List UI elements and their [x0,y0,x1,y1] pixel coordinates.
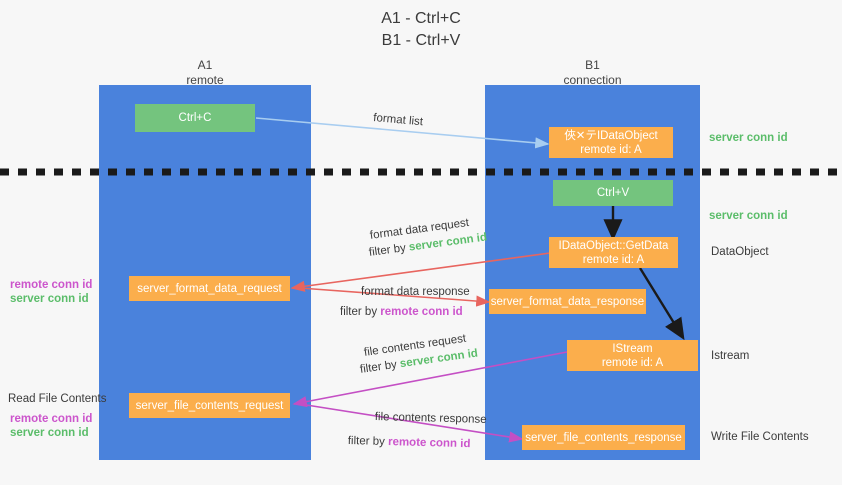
right-label-server-conn-id-top: server conn id [709,132,788,144]
filter-value-remote-conn-id: remote conn id [387,436,471,451]
arrow-label-file-contents-response-filter: filter by remote conn id [348,433,471,452]
node-idataobject-getdata[interactable]: IDataObject::GetData remote id: A [549,237,678,268]
right-label-write-file-contents: Write File Contents [711,431,809,443]
node-server-format-data-response[interactable]: server_format_data_response [489,289,646,314]
node-server-file-contents-request[interactable]: server_file_contents_request [129,393,290,418]
node-istream[interactable]: IStream remote id: A [567,340,698,371]
left-label-remote-conn-id-1: remote conn id [10,279,93,291]
left-label-read-file-contents: Read File Contents [8,393,107,405]
filter-value-remote-conn-id: remote conn id [380,306,463,318]
diagram-title: A1 - Ctrl+C B1 - Ctrl+V [381,10,461,49]
right-label-istream: Istream [711,350,750,362]
left-label-server-conn-id-1: server conn id [10,293,89,305]
right-label-server-conn-id-mid: server conn id [709,210,788,222]
filter-prefix: filter by [359,358,401,376]
node-ctrl-v[interactable]: Ctrl+V [553,180,673,206]
arrow-label-format-data-response-filter: filter by remote conn id [340,304,463,320]
node-idataobject[interactable]: 俠✕テIDataObject remote id: A [549,127,673,158]
filter-prefix: filter by [347,434,389,449]
filter-prefix: filter by [340,306,381,318]
node-server-file-contents-response[interactable]: server_file_contents_response [522,425,685,450]
column-header-b1: B1 connection [563,58,622,87]
column-header-a1: A1 remote [186,58,224,87]
arrow-label-file-contents-response: file contents response [374,410,487,426]
left-label-server-conn-id-2: server conn id [10,427,89,439]
filter-prefix: filter by [368,241,410,259]
arrow-label-format-data-response: format data response [361,286,470,298]
node-ctrl-c[interactable]: Ctrl+C [135,104,255,132]
node-server-format-data-request[interactable]: server_format_data_request [129,276,290,301]
arrow-label-format-list: format list [372,111,424,129]
right-label-dataobject: DataObject [711,246,769,258]
left-label-remote-conn-id-2: remote conn id [10,413,93,425]
